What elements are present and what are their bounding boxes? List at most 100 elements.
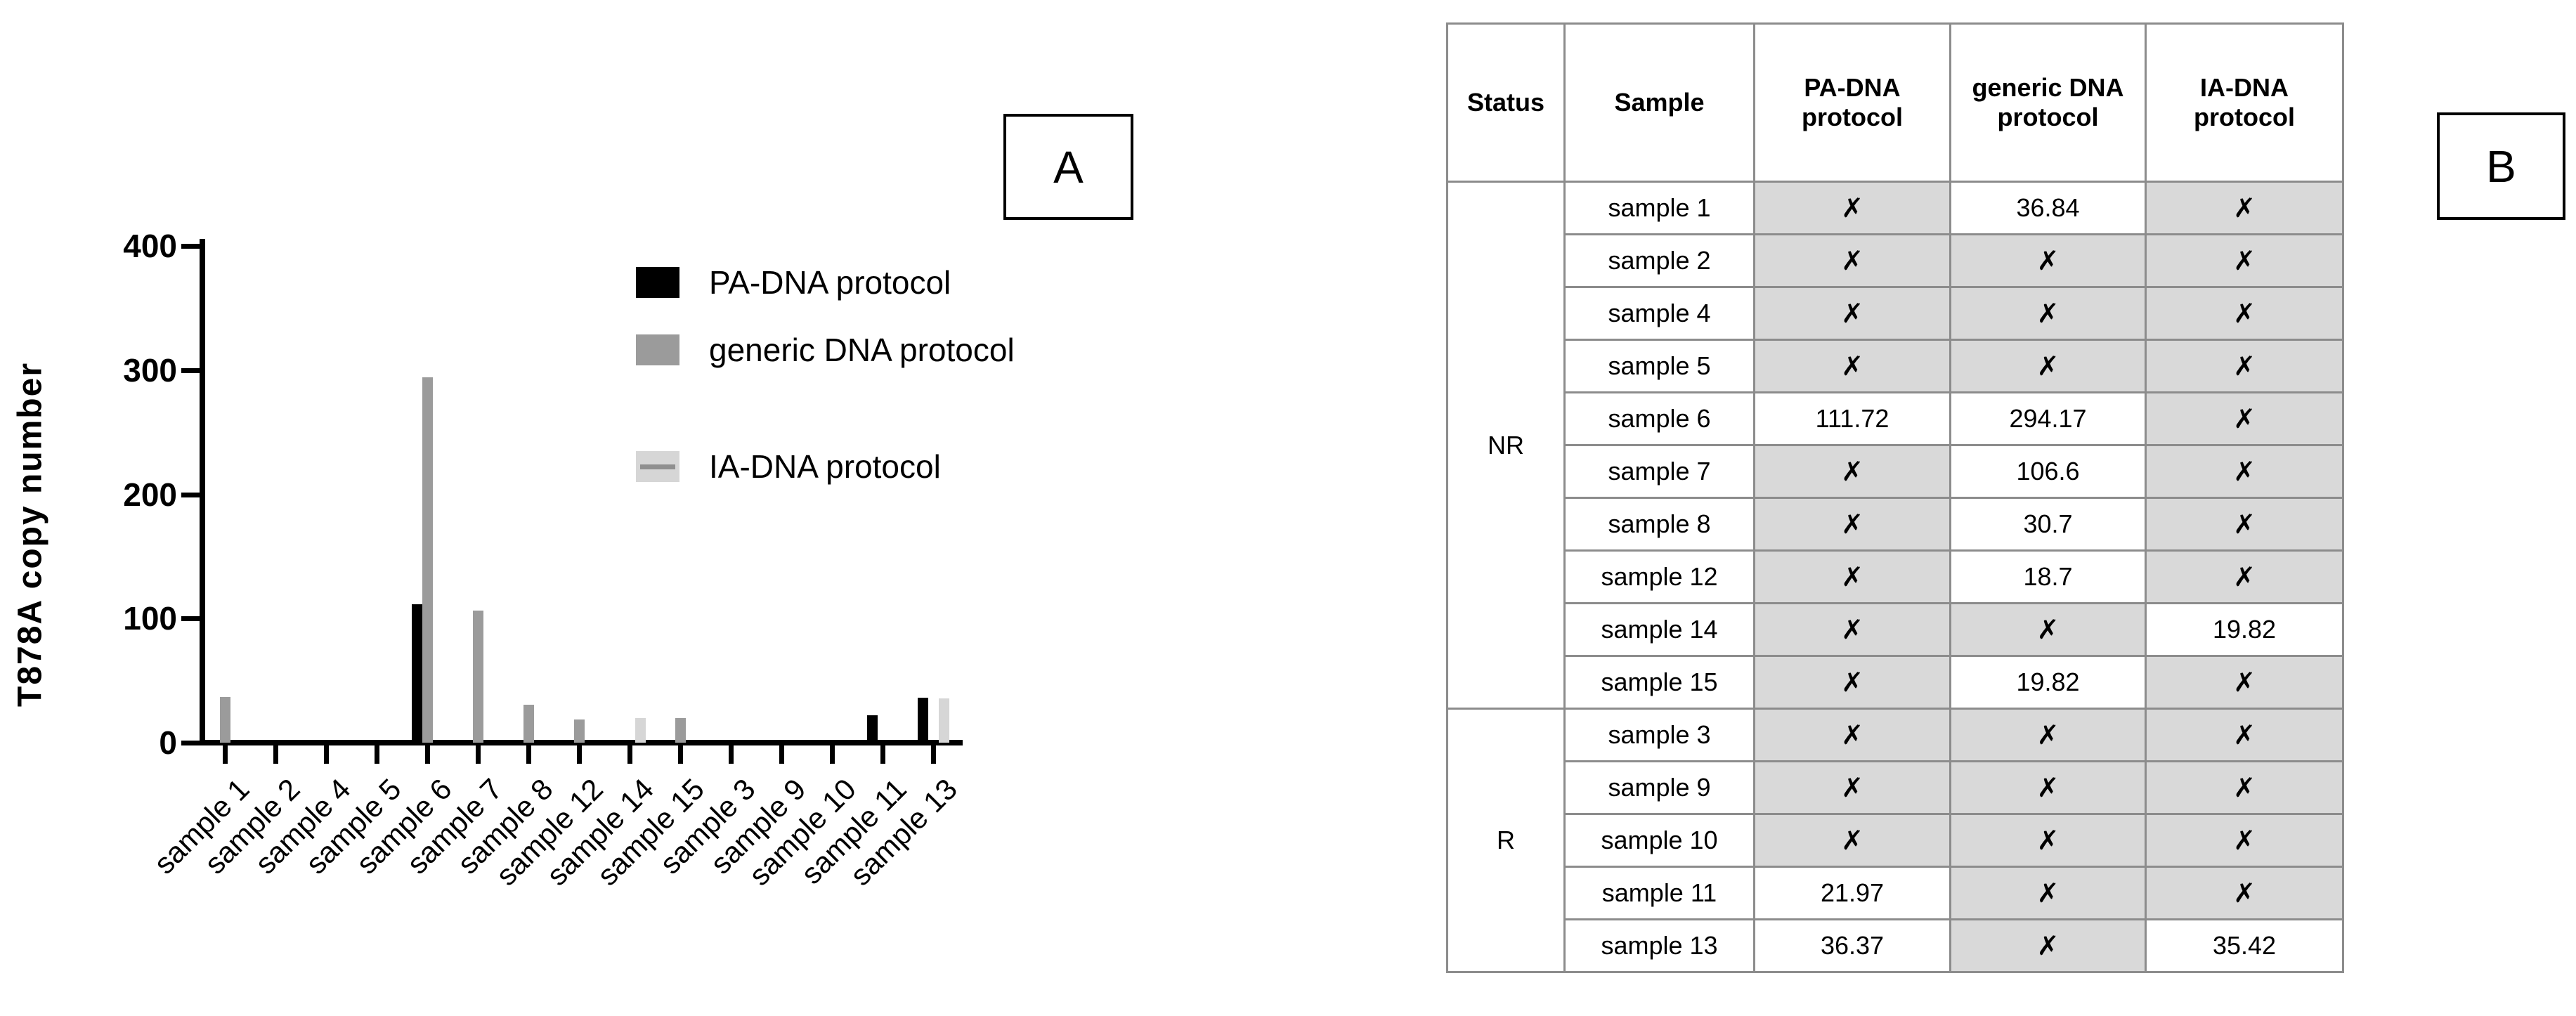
bar-generic-dna-protocol-sample-8 — [523, 704, 534, 743]
missing-mark-cell: ✗ — [1949, 918, 2147, 973]
sample-cell: sample 1 — [1563, 181, 1755, 235]
sample-cell: sample 7 — [1563, 444, 1755, 499]
table-row: sample 2✗✗✗ — [1448, 233, 2344, 288]
sample-cell: sample 6 — [1563, 391, 1755, 446]
y-tick-label: 400 — [123, 228, 177, 264]
x-axis-tick — [931, 745, 936, 764]
value-cell: 36.84 — [1949, 181, 2147, 235]
missing-mark-cell: ✗ — [2145, 497, 2344, 552]
missing-mark-cell: ✗ — [2145, 549, 2344, 604]
legend-label: PA-DNA protocol — [709, 264, 951, 301]
value-cell: 35.42 — [2145, 918, 2344, 973]
missing-mark-cell: ✗ — [1753, 760, 1951, 815]
bar-generic-dna-protocol-sample-7 — [472, 610, 483, 743]
bar-pa-dna-protocol-sample-6 — [411, 604, 422, 743]
missing-mark-cell: ✗ — [2145, 866, 2344, 920]
sample-cell: sample 10 — [1563, 813, 1755, 868]
table-row: sample 15✗19.82✗ — [1448, 655, 2344, 710]
sample-cell: sample 12 — [1563, 549, 1755, 604]
missing-mark-cell: ✗ — [2145, 655, 2344, 710]
status-cell: R — [1446, 708, 1566, 973]
x-axis-tick — [678, 745, 683, 764]
table-header-cell: Sample — [1563, 22, 1755, 183]
y-axis-tick — [181, 616, 200, 622]
sample-cell: sample 15 — [1563, 655, 1755, 710]
missing-mark-cell: ✗ — [1949, 813, 2147, 868]
x-axis-tick — [324, 745, 329, 764]
missing-mark-cell: ✗ — [2145, 444, 2344, 499]
panel-b-label: B — [2486, 141, 2516, 192]
y-tick-label: 0 — [159, 724, 177, 761]
legend-item: generic DNA protocol — [636, 329, 1039, 372]
x-axis-tick — [375, 745, 379, 764]
sample-cell: sample 5 — [1563, 339, 1755, 393]
missing-mark-cell: ✗ — [2145, 391, 2344, 446]
value-cell: 111.72 — [1753, 391, 1951, 446]
value-cell: 18.7 — [1949, 549, 2147, 604]
x-axis-tick — [830, 745, 835, 764]
table-row: sample 9✗✗✗ — [1448, 760, 2344, 815]
bar-ia-dna-protocol-sample-13 — [938, 698, 949, 743]
x-axis-tick — [880, 745, 885, 764]
sample-cell: sample 2 — [1563, 233, 1755, 288]
sample-cell: sample 11 — [1563, 866, 1755, 920]
y-axis-tick — [181, 741, 200, 745]
x-axis-line — [200, 740, 963, 745]
missing-mark-cell: ✗ — [1753, 708, 1951, 762]
x-axis-tick — [779, 745, 784, 764]
y-axis-tick — [181, 367, 200, 373]
missing-mark-cell: ✗ — [2145, 339, 2344, 393]
x-axis-tick — [425, 745, 430, 764]
table-row: sample 4✗✗✗ — [1448, 286, 2344, 341]
missing-mark-cell: ✗ — [1753, 233, 1951, 288]
bar-pa-dna-protocol-sample-13 — [917, 697, 928, 743]
sample-cell: sample 3 — [1563, 708, 1755, 762]
y-axis-tick — [181, 244, 200, 249]
missing-mark-cell: ✗ — [1949, 866, 2147, 920]
missing-mark-cell: ✗ — [1949, 708, 2147, 762]
missing-mark-cell: ✗ — [2145, 813, 2344, 868]
x-axis-tick — [476, 745, 481, 764]
panel-a-label-box: A — [1003, 114, 1133, 220]
value-cell: 36.37 — [1753, 918, 1951, 973]
missing-mark-cell: ✗ — [1753, 602, 1951, 657]
panel-b-label-box: B — [2437, 112, 2565, 220]
table-row: sample 10✗✗✗ — [1448, 813, 2344, 868]
missing-mark-cell: ✗ — [1753, 549, 1951, 604]
missing-mark-cell: ✗ — [1949, 286, 2147, 341]
missing-mark-cell: ✗ — [1753, 813, 1951, 868]
table-header-cell: generic DNA protocol — [1949, 22, 2147, 183]
legend-swatch-icon — [636, 267, 679, 299]
x-axis-tick — [273, 745, 278, 764]
value-cell: 19.82 — [1949, 655, 2147, 710]
bar-ia-dna-protocol-sample-14 — [635, 717, 646, 743]
missing-mark-cell: ✗ — [2145, 708, 2344, 762]
value-cell: 19.82 — [2145, 602, 2344, 657]
sample-cell: sample 13 — [1563, 918, 1755, 973]
x-axis-tick — [627, 745, 632, 764]
sample-cell: sample 8 — [1563, 497, 1755, 552]
bar-generic-dna-protocol-sample-6 — [422, 377, 433, 743]
value-cell: 30.7 — [1949, 497, 2147, 552]
y-tick-label: 100 — [123, 600, 177, 637]
value-cell: 294.17 — [1949, 391, 2147, 446]
missing-mark-cell: ✗ — [2145, 286, 2344, 341]
y-tick-label: 200 — [123, 476, 177, 513]
y-tick-label: 300 — [123, 351, 177, 389]
missing-mark-cell: ✗ — [1949, 339, 2147, 393]
legend-item: PA-DNA protocol — [636, 261, 1039, 304]
y-axis-line — [200, 239, 205, 745]
missing-mark-cell: ✗ — [1753, 339, 1951, 393]
table-row: sample 12✗18.7✗ — [1448, 549, 2344, 604]
bar-generic-dna-protocol-sample-1 — [219, 696, 230, 743]
missing-mark-cell: ✗ — [1753, 444, 1951, 499]
